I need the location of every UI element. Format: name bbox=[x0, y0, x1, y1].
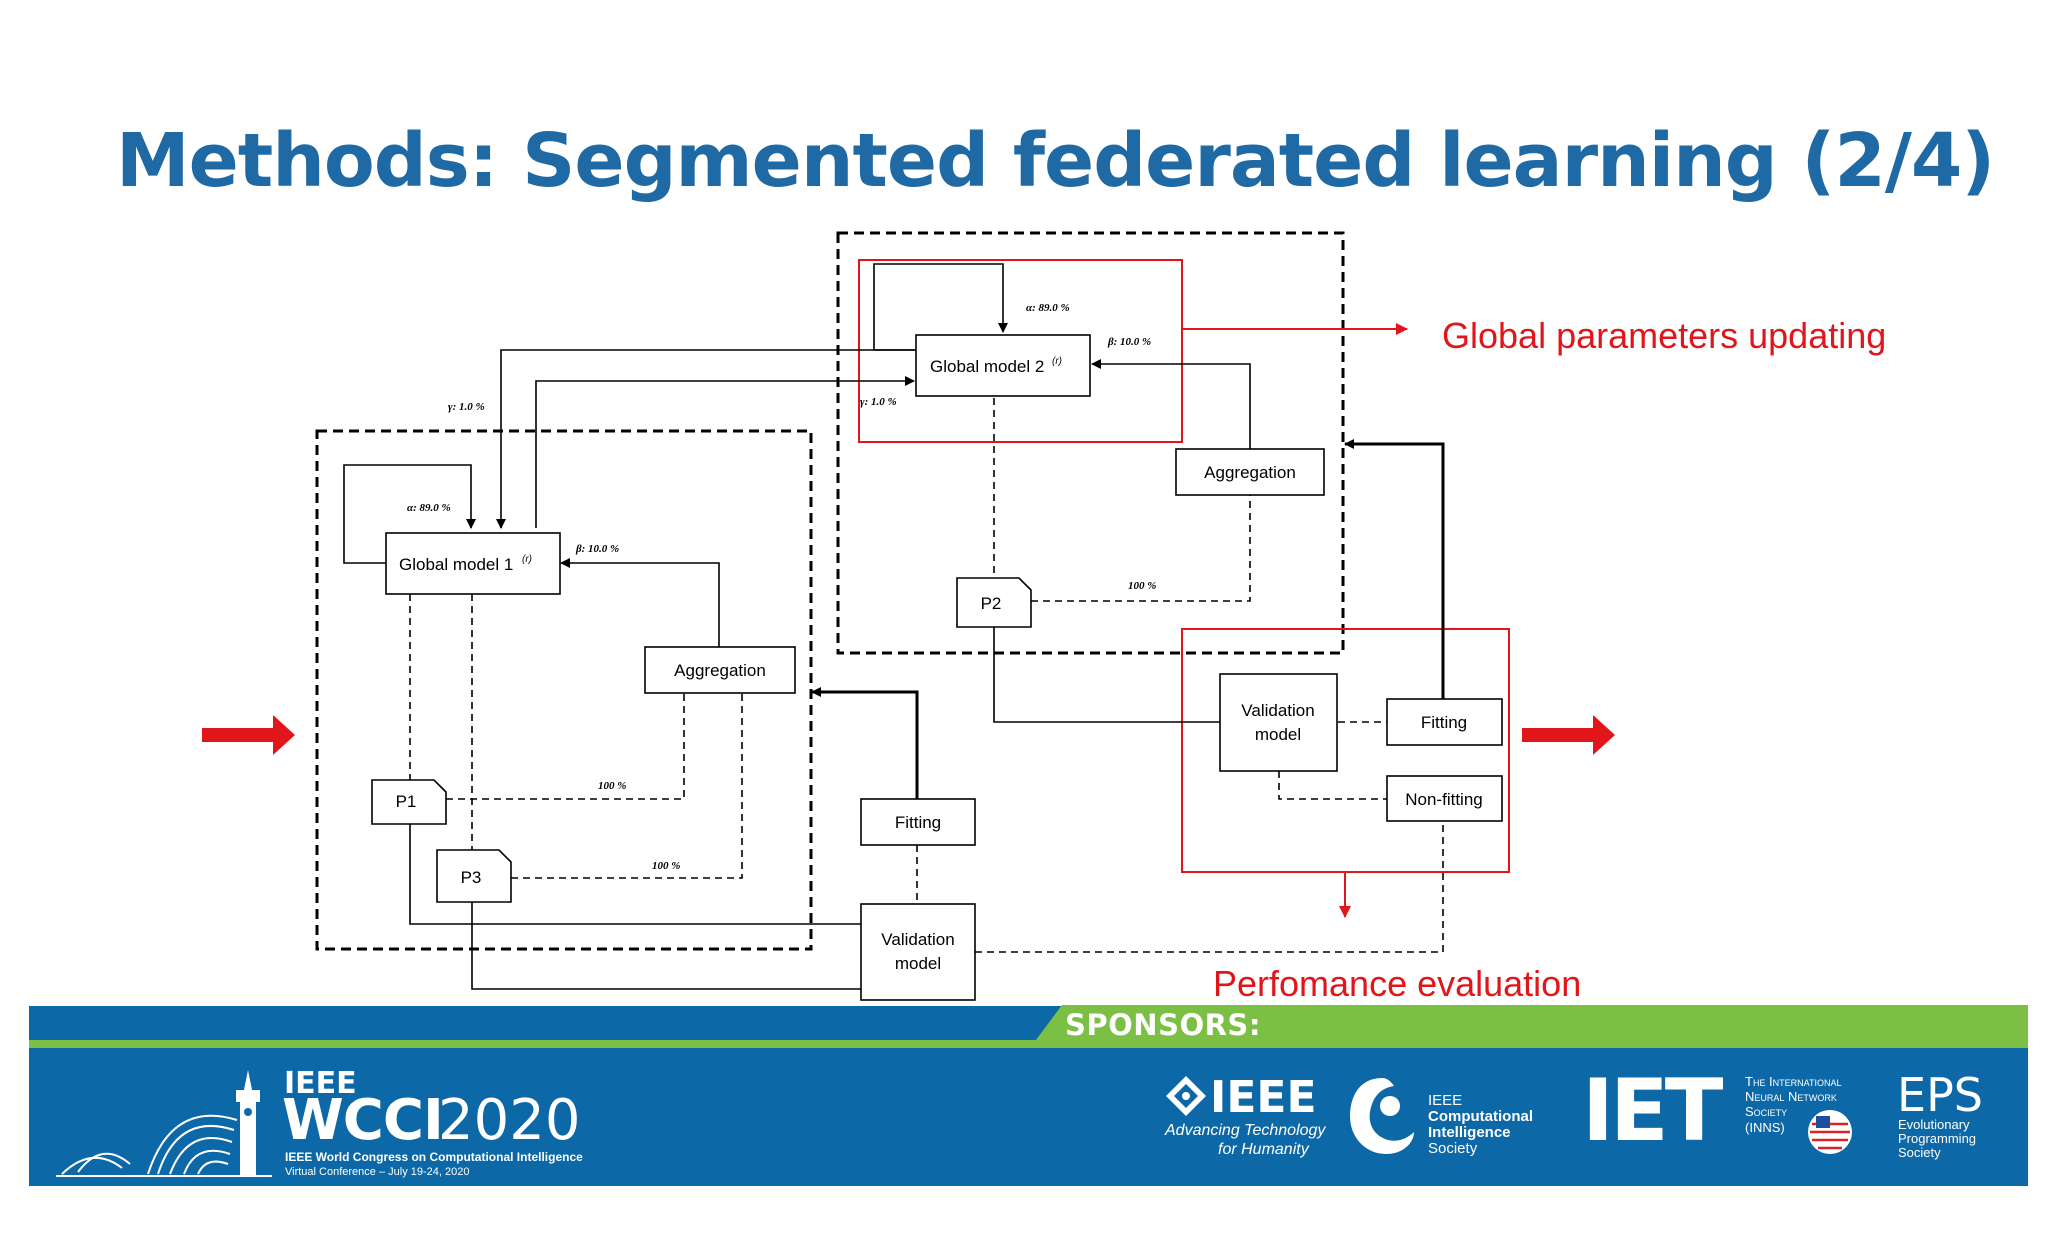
segment-2-container bbox=[836, 231, 1345, 655]
aggregation-1-box bbox=[644, 646, 796, 694]
p3-doc-shape bbox=[436, 849, 512, 903]
ieee-diamond-logo-icon bbox=[1166, 1076, 1206, 1116]
inns-line-2: Neural Network bbox=[1745, 1089, 1837, 1104]
global-model-1-label: Global model 1 bbox=[399, 555, 513, 574]
fitting-1-label: Fitting bbox=[895, 813, 941, 832]
output-arrow-icon bbox=[1522, 715, 1615, 755]
iet-sponsor-logo: IET bbox=[1582, 1061, 1723, 1161]
validation-2-label-line2: model bbox=[1255, 725, 1301, 744]
cis-line-3: Intelligence bbox=[1428, 1124, 1511, 1141]
gamma-2-weight: γ: 1.0 % bbox=[860, 396, 897, 408]
global-model-1-superscript: (r) bbox=[522, 554, 532, 565]
inns-globe-icon bbox=[1808, 1110, 1852, 1154]
inns-line-3: Society bbox=[1745, 1104, 1788, 1119]
p2-label: P2 bbox=[981, 594, 1002, 613]
cis-line-2: Computational bbox=[1428, 1108, 1533, 1125]
cis-line-4: Society bbox=[1428, 1140, 1478, 1157]
validation-1-label-line2: model bbox=[895, 954, 941, 973]
p1-percentage: 100 % bbox=[598, 780, 626, 792]
ieee-sponsor-logo: IEEE bbox=[1210, 1072, 1317, 1123]
p2-doc-shape bbox=[956, 577, 1032, 628]
p3-percentage: 100 % bbox=[652, 860, 680, 872]
global-update-annotation: Global parameters updating bbox=[1442, 315, 1886, 356]
validation-2-label-line1: Validation bbox=[1241, 701, 1314, 720]
inns-line-1: The International bbox=[1745, 1074, 1842, 1089]
fitting-2-label: Fitting bbox=[1421, 713, 1467, 732]
sponsors-label: SPONSORS: bbox=[1065, 1008, 1261, 1042]
validation-model-2-box bbox=[1219, 673, 1338, 772]
wcci-skyline-logo-icon bbox=[56, 1070, 272, 1177]
validation-1-label-line1: Validation bbox=[881, 930, 954, 949]
p2-percentage: 100 % bbox=[1128, 580, 1156, 592]
footer-green-stripe bbox=[29, 1040, 2028, 1048]
beta-1-weight: β: 10.0 % bbox=[575, 543, 619, 555]
aggregation-2-label: Aggregation bbox=[1204, 463, 1296, 482]
alpha-2-weight: α: 89.0 % bbox=[1026, 302, 1070, 314]
sponsors-tab bbox=[1030, 1005, 2028, 1048]
eps-line-1: Evolutionary bbox=[1898, 1117, 1970, 1132]
validation-model-1-box bbox=[860, 903, 976, 1001]
wcci-ieee-text: IEEE bbox=[284, 1066, 357, 1101]
wcci-year: 2020 bbox=[438, 1088, 581, 1153]
global-model-2-box bbox=[915, 334, 1091, 397]
performance-annotation: Perfomance evaluation bbox=[1213, 963, 1581, 1004]
p1-doc-shape bbox=[371, 779, 447, 825]
global-model-2-superscript: (r) bbox=[1052, 356, 1062, 367]
global-model-2-label: Global model 2 bbox=[930, 357, 1044, 376]
input-arrow-icon bbox=[202, 715, 295, 755]
non-fitting-label: Non-fitting bbox=[1405, 790, 1482, 809]
alpha-1-weight: α: 89.0 % bbox=[407, 502, 451, 514]
global-model-1-box bbox=[385, 532, 561, 595]
eps-line-2: Programming bbox=[1898, 1131, 1977, 1146]
aggregation-1-label: Aggregation bbox=[674, 661, 766, 680]
cis-line-1: IEEE bbox=[1428, 1092, 1463, 1109]
beta-2-weight: β: 10.0 % bbox=[1107, 336, 1151, 348]
ieee-tagline-2: for Humanity bbox=[1218, 1141, 1309, 1158]
non-fitting-box bbox=[1386, 775, 1503, 822]
wcci-fullname: IEEE World Congress on Computational Int… bbox=[285, 1150, 583, 1164]
p1-label: P1 bbox=[396, 792, 417, 811]
ieee-tagline-1: Advancing Technology bbox=[1165, 1122, 1326, 1139]
wcci-text: WCCI bbox=[282, 1088, 444, 1153]
global-update-highlight bbox=[858, 259, 1183, 443]
p3-label: P3 bbox=[461, 868, 482, 887]
inns-line-4: (INNS) bbox=[1745, 1120, 1785, 1135]
aggregation-2-box bbox=[1175, 448, 1325, 496]
eps-sponsor-logo: EPS bbox=[1897, 1068, 1984, 1122]
fitting-2-box bbox=[1386, 698, 1503, 746]
gamma-1-weight: γ: 1.0 % bbox=[448, 401, 485, 413]
wcci-dates: Virtual Conference – July 19-24, 2020 bbox=[285, 1166, 470, 1178]
slide-title: Methods: Segmented federated learning (2… bbox=[116, 118, 1995, 204]
cis-logo-icon bbox=[1350, 1078, 1414, 1154]
fitting-1-box bbox=[860, 798, 976, 846]
eps-line-3: Society bbox=[1898, 1145, 1941, 1160]
